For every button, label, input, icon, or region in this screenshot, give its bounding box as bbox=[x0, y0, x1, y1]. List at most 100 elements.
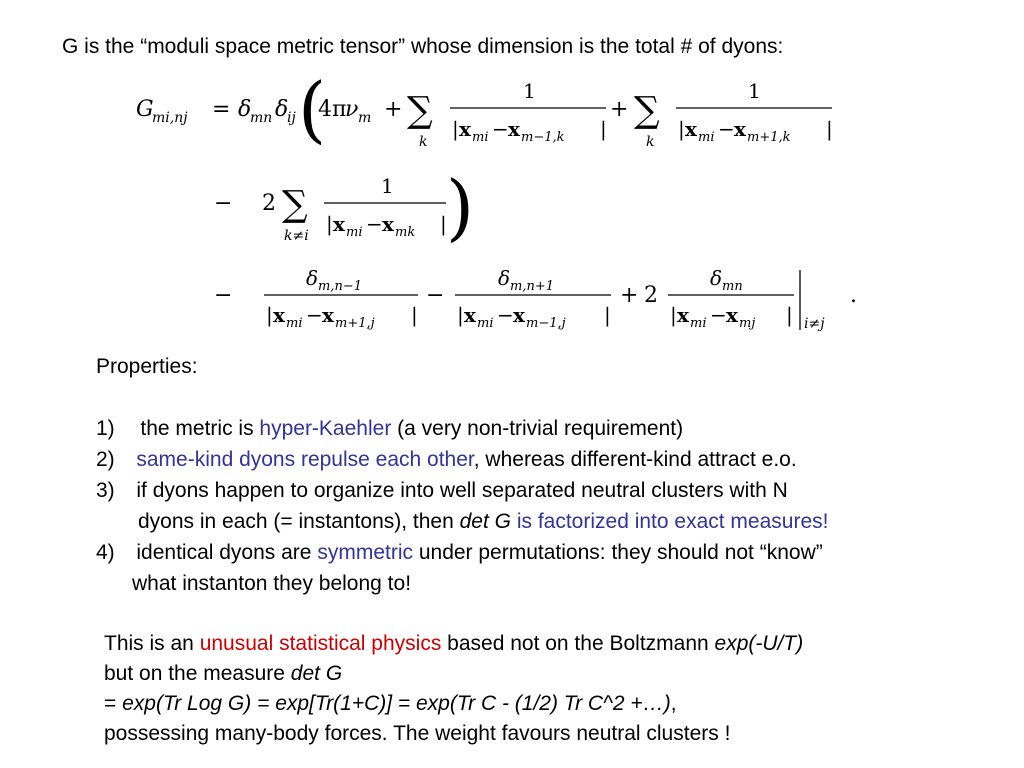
eq-frac6-den-x1: x bbox=[677, 303, 690, 327]
closing-text: possessing many-body forces. The weight … bbox=[104, 722, 731, 745]
property-item-1: 1) the metric is hyper-Kaehler (a very n… bbox=[96, 416, 683, 442]
eq-frac3-den-minus: − bbox=[366, 212, 383, 236]
eq-frac4-num-delta: δ bbox=[306, 266, 318, 290]
eq-frac1-den-x2-sub: m−1,k bbox=[521, 130, 565, 145]
slide-title: G is the “moduli space metric tensor” wh… bbox=[62, 34, 783, 60]
eq-frac5-den-minus: − bbox=[497, 303, 514, 327]
eq-frac2-num: 1 bbox=[748, 79, 761, 103]
eq-row3-plus: + bbox=[620, 283, 638, 308]
property-text-line2: dyons in each (= instantons), then bbox=[138, 510, 460, 533]
eq-frac2-den-bar-r: | bbox=[826, 117, 833, 142]
eq-delta-ij: δ bbox=[275, 97, 288, 122]
eq-frac4-den-minus: − bbox=[306, 303, 323, 327]
eq-frac5-den-x2: x bbox=[513, 303, 526, 327]
property-item-2: 2) same-kind dyons repulse each other, w… bbox=[96, 447, 797, 473]
property-text: identical dyons are bbox=[136, 541, 318, 564]
eq-row3-minus: − bbox=[214, 283, 232, 308]
metric-tensor-equation: G mi,nj = δ mn δ ij ( 4π ν m + ∑ k 1 | x… bbox=[136, 67, 857, 332]
eq-sum-2: ∑ bbox=[634, 90, 660, 131]
eq-frac4-den-x2: x bbox=[322, 303, 335, 327]
eq-frac4-den-bar-r: | bbox=[411, 303, 418, 328]
closing-text: but on the measure bbox=[104, 662, 291, 685]
eq-frac5-den-bar-r: | bbox=[604, 303, 611, 328]
eq-frac5-num-sub: m,n+1 bbox=[510, 279, 554, 294]
eq-frac6-num-delta: δ bbox=[710, 266, 722, 290]
eq-frac2-den-x1: x bbox=[685, 117, 698, 141]
eq-plus-2: + bbox=[610, 97, 628, 122]
eq-eval-sub: i≠j bbox=[804, 316, 825, 332]
eq-nu-sub: m bbox=[358, 110, 371, 126]
eq-row2-two: 2 bbox=[262, 191, 276, 216]
eq-equals: = bbox=[212, 97, 230, 122]
eq-period: . bbox=[850, 283, 857, 308]
property-text-post: (a very non-trivial requirement) bbox=[391, 417, 684, 440]
eq-sum-2-index: k bbox=[646, 134, 654, 150]
eq-delta-mn: δ bbox=[238, 97, 251, 122]
closing-highlight: unusual statistical physics bbox=[199, 632, 442, 655]
eq-frac2-den-x2-sub: m+1,k bbox=[747, 130, 791, 145]
property-number: 4) bbox=[96, 541, 115, 564]
eq-frac3-den-bar-l: | bbox=[326, 212, 333, 237]
eq-frac3-num: 1 bbox=[381, 174, 394, 198]
eq-frac1-den-x1-sub: mi bbox=[472, 130, 489, 145]
eq-frac4-den-x2-sub: m+1,j bbox=[335, 316, 375, 331]
eq-frac4-num-sub: m,n−1 bbox=[318, 279, 362, 294]
property-highlight: symmetric bbox=[317, 541, 413, 564]
eq-sum-1-index: k bbox=[419, 134, 427, 150]
eq-delta-mn-sub: mn bbox=[250, 110, 272, 126]
closing-text-post: , bbox=[670, 692, 677, 715]
equation-row-2: − 2 ∑ k≠i 1 | x mi − x mk | ) bbox=[214, 165, 474, 249]
eq-frac2-den-minus: − bbox=[718, 117, 735, 141]
properties-heading: Properties: bbox=[96, 354, 198, 380]
eq-frac4-den-x1: x bbox=[273, 303, 286, 327]
eq-big-lparen: ( bbox=[298, 67, 326, 151]
eq-row3-two: 2 bbox=[644, 283, 658, 308]
property-text-post: , whereas different-kind attract e.o. bbox=[473, 448, 797, 471]
eq-lhs-sub: mi,nj bbox=[152, 110, 188, 126]
eq-sum-3: ∑ bbox=[282, 184, 308, 225]
eq-row2-minus: − bbox=[214, 191, 232, 216]
eq-sum-3-index: k≠i bbox=[284, 228, 309, 244]
eq-row3-minus-2: − bbox=[426, 283, 444, 308]
eq-frac5-num-delta: δ bbox=[498, 266, 510, 290]
closing-text-mid: based not on the Boltzmann bbox=[441, 632, 715, 655]
closing-text: = bbox=[104, 692, 123, 715]
eq-frac3-den-bar-r: | bbox=[440, 212, 447, 237]
property-text-post: under permutations: they should not “kno… bbox=[413, 541, 823, 564]
property-item-4-continued: what instanton they belong to! bbox=[132, 571, 411, 597]
eq-frac6-den-x2-sub: mj bbox=[739, 316, 755, 331]
eq-frac5-den-x1-sub: mi bbox=[477, 316, 494, 331]
closing-line-4: possessing many-body forces. The weight … bbox=[104, 721, 730, 747]
property-italic: det G bbox=[459, 510, 511, 533]
eq-frac3-den-x2-sub: mk bbox=[395, 225, 415, 240]
closing-line-2: but on the measure det G bbox=[104, 661, 342, 687]
property-number: 2) bbox=[96, 448, 115, 471]
eq-frac5-den-x2-sub: m−1,j bbox=[526, 316, 566, 331]
property-highlight: hyper-Kaehler bbox=[259, 417, 392, 440]
eq-frac4-den-x1-sub: mi bbox=[286, 316, 303, 331]
eq-frac5-den-x1: x bbox=[464, 303, 477, 327]
eq-nu: ν bbox=[345, 97, 358, 122]
property-highlight: is factorized into exact measures! bbox=[511, 510, 829, 533]
eq-delta-ij-sub: ij bbox=[287, 110, 296, 126]
eq-frac6-den-x2: x bbox=[726, 303, 739, 327]
eq-frac3-den-x1-sub: mi bbox=[346, 225, 363, 240]
eq-frac1-den-x2: x bbox=[508, 117, 521, 141]
eq-frac4-den-bar-l: | bbox=[266, 303, 273, 328]
property-text: if dyons happen to organize into well se… bbox=[136, 479, 788, 502]
eq-big-rparen: ) bbox=[446, 165, 474, 249]
property-highlight: same-kind dyons repulse each other bbox=[136, 448, 474, 471]
slide-title-text: G is the “moduli space metric tensor” wh… bbox=[62, 35, 784, 58]
property-item-4: 4) identical dyons are symmetric under p… bbox=[96, 540, 823, 566]
eq-frac3-den-x1: x bbox=[333, 212, 346, 236]
eq-frac6-den-minus: − bbox=[710, 303, 727, 327]
eq-frac1-den-bar-r: | bbox=[600, 117, 607, 142]
eq-lhs-G: G bbox=[136, 97, 154, 122]
closing-italic: exp(-U/T) bbox=[714, 632, 804, 655]
eq-plus-1: + bbox=[384, 97, 402, 122]
eq-frac1-den-x1: x bbox=[459, 117, 472, 141]
eq-frac1-den-minus: − bbox=[492, 117, 509, 141]
closing-italic: exp(Tr Log G) = exp[Tr(1+C)] = exp(Tr C … bbox=[122, 692, 671, 715]
closing-line-1: This is an unusual statistical physics b… bbox=[104, 631, 803, 657]
eq-sum-1: ∑ bbox=[407, 90, 433, 131]
